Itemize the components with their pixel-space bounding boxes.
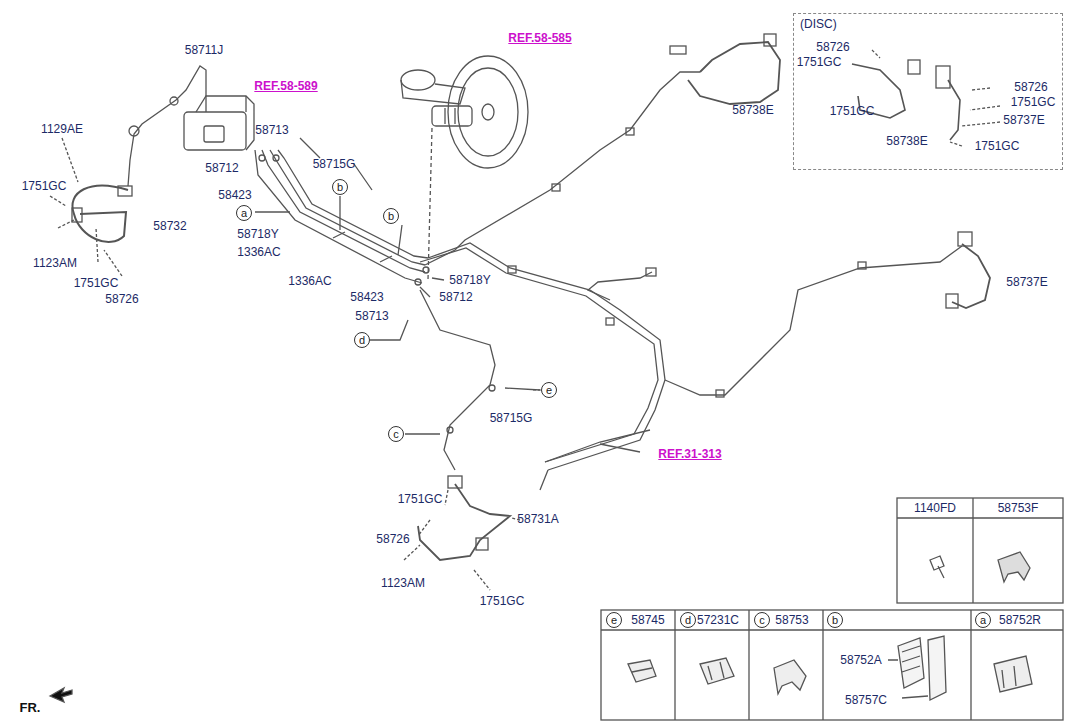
part-number: 1336AC xyxy=(288,275,331,287)
part-number: 58753 xyxy=(775,614,808,626)
reference-note: REF.58-585 xyxy=(508,32,571,44)
part-number: 58713 xyxy=(255,124,288,136)
part-number: 1751GC xyxy=(1011,96,1056,108)
part-number: 58713 xyxy=(355,310,388,322)
reference-letter-circle: c xyxy=(754,612,770,628)
reference-letter: b xyxy=(388,211,394,222)
part-number: 58731A xyxy=(517,513,558,525)
part-number: 1751GC xyxy=(975,140,1020,152)
part-number: 57231C xyxy=(697,614,739,626)
brake-booster xyxy=(448,56,528,168)
part-number: 1751GC xyxy=(398,493,443,505)
part-number: 58757C xyxy=(845,694,887,706)
reference-letter: b xyxy=(337,182,343,193)
abs-unit xyxy=(184,112,246,150)
reference-letter: d xyxy=(685,615,691,626)
reference-letter: a xyxy=(980,615,986,626)
part-number: 58712 xyxy=(205,162,238,174)
reference-letter: a xyxy=(241,208,247,219)
part-number: 1129AE xyxy=(41,123,83,135)
direction-mark: FR. xyxy=(20,701,41,714)
group-title: (DISC) xyxy=(800,18,837,30)
part-number: 58726 xyxy=(816,41,849,53)
reference-letter-circle: d xyxy=(680,612,696,628)
part-number: 58718Y xyxy=(449,274,490,286)
part-number: 58726 xyxy=(376,533,409,545)
reference-letter: e xyxy=(611,615,617,626)
reference-note: REF.58-589 xyxy=(254,80,317,92)
part-number: 58752R xyxy=(999,614,1041,626)
part-number: 58712 xyxy=(439,291,472,303)
part-number: 58738E xyxy=(886,135,927,147)
part-number: 58423 xyxy=(218,189,251,201)
reference-letter-circle: b xyxy=(383,208,399,224)
part-number: 58737E xyxy=(1003,114,1044,126)
reference-letter-circle: e xyxy=(606,612,622,628)
reference-letter: c xyxy=(393,429,399,440)
reference-letter-circle: b xyxy=(332,179,348,195)
reference-letter: e xyxy=(546,385,552,396)
reference-letter-circle: c xyxy=(388,426,404,442)
part-number: 58726 xyxy=(105,293,138,305)
part-number: 58715G xyxy=(490,412,533,424)
part-number: 58715G xyxy=(313,158,356,170)
part-number: 58732 xyxy=(153,220,186,232)
reference-note: REF.31-313 xyxy=(658,448,721,460)
part-number: 1123AM xyxy=(381,577,425,589)
part-number: 58711J xyxy=(185,44,223,56)
part-number: 58718Y xyxy=(237,228,278,240)
part-number: 1140FD xyxy=(914,502,956,514)
part-number: 1751GC xyxy=(74,277,119,289)
part-number: 58752A xyxy=(840,654,881,666)
part-number: 58738E xyxy=(732,104,773,116)
reference-letter-circle: b xyxy=(827,612,843,628)
part-number: 1751GC xyxy=(22,180,67,192)
reference-letter-circle: a xyxy=(975,612,991,628)
reference-letter: b xyxy=(832,615,838,626)
reference-letter-circle: e xyxy=(541,382,557,398)
reference-letter-circle: a xyxy=(236,205,252,221)
part-number: 58423 xyxy=(350,291,383,303)
reference-letter: d xyxy=(359,335,365,346)
reference-letter: c xyxy=(759,615,765,626)
part-number: 1751GC xyxy=(830,105,875,117)
part-number: 1123AM xyxy=(33,257,77,269)
part-number: 58753F xyxy=(998,502,1039,514)
part-number: 58745 xyxy=(631,614,664,626)
part-number: 1751GC xyxy=(797,56,842,68)
part-number: 58737E xyxy=(1006,276,1047,288)
part-number: 1336AC xyxy=(237,246,280,258)
part-number: 58726 xyxy=(1014,81,1047,93)
part-number: 1751GC xyxy=(480,595,525,607)
reference-letter-circle: d xyxy=(354,332,370,348)
reservoir xyxy=(401,70,435,90)
